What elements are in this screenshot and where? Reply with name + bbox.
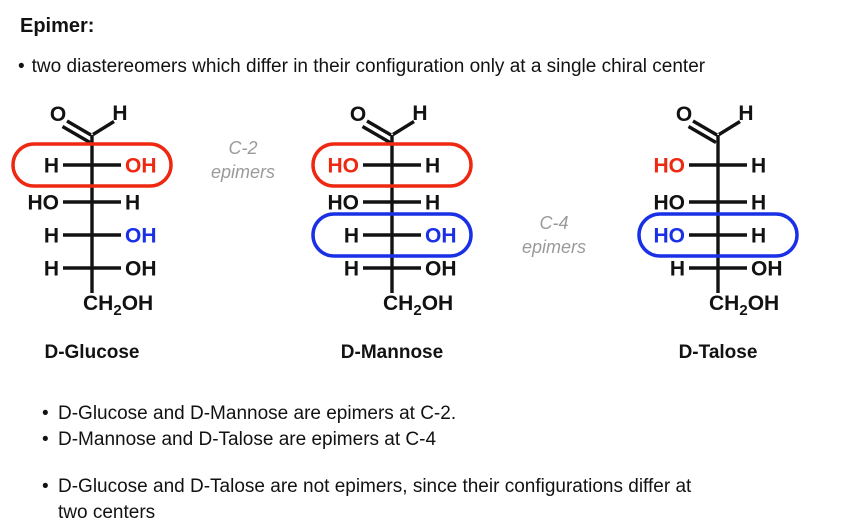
molecule-name-d-glucose: D-Glucose bbox=[44, 342, 140, 363]
substituent-label-left: HO bbox=[654, 155, 686, 178]
substituent-label-right: OH bbox=[125, 225, 157, 248]
aldehyde-h-bond-line bbox=[92, 120, 115, 136]
conclusion-item-1: • D-Glucose and D-Mannose are epimers at… bbox=[42, 401, 691, 427]
tail-group-label: CH2OH bbox=[709, 292, 779, 319]
conclusion-text-3-line-2: two centers bbox=[58, 502, 156, 523]
carbonyl-double-bond-line bbox=[61, 125, 91, 144]
aldehyde-h-label: H bbox=[738, 102, 753, 125]
substituent-label-left: H bbox=[44, 225, 59, 248]
substituent-label-right: H bbox=[751, 155, 766, 178]
aldehyde-h-bond-line bbox=[718, 120, 741, 136]
annotation-line-2: epimers bbox=[210, 162, 276, 182]
conclusion-item-2: • D-Mannose and D-Talose are epimers at … bbox=[42, 427, 691, 453]
carbonyl-double-bond-line bbox=[692, 119, 718, 137]
page-title: Epimer: bbox=[20, 15, 95, 37]
substituent-label-right: H bbox=[751, 192, 766, 215]
conclusion-text-3-line-1: D-Glucose and D-Talose are not epimers, … bbox=[58, 476, 692, 497]
carbonyl-double-bond-line bbox=[66, 119, 92, 137]
annotation-line-2: epimers bbox=[521, 237, 587, 257]
substituent-label-right: H bbox=[751, 225, 766, 248]
highlight-box-red bbox=[11, 142, 173, 188]
substituent-label-left: HO bbox=[328, 155, 360, 178]
aldehyde-h-bond-line bbox=[392, 120, 415, 136]
definition-line: • two diastereomers which differ in their… bbox=[18, 56, 705, 78]
aldehyde-h-label: H bbox=[412, 102, 427, 125]
aldehyde-o-label: O bbox=[350, 103, 366, 126]
substituent-label-left: HO bbox=[28, 192, 60, 215]
substituent-label-right: H bbox=[125, 192, 140, 215]
conclusions-list: • D-Glucose and D-Mannose are epimers at… bbox=[42, 401, 691, 526]
substituent-label-left: H bbox=[344, 225, 359, 248]
annotation-line-1: C-2 bbox=[228, 138, 258, 158]
substituent-label-left: H bbox=[670, 258, 685, 281]
substituent-label-left: H bbox=[44, 258, 59, 281]
bullet-marker: • bbox=[18, 56, 25, 77]
substituent-label-right: OH bbox=[751, 258, 783, 281]
annotation-line-1: C-4 bbox=[539, 213, 569, 233]
tail-group-label: CH2OH bbox=[383, 292, 453, 319]
substituent-label-left: H bbox=[344, 258, 359, 281]
molecule-name-d-mannose: D-Mannose bbox=[340, 342, 444, 363]
highlight-box-blue bbox=[637, 212, 799, 258]
carbonyl-double-bond-line bbox=[687, 125, 717, 144]
aldehyde-h-label: H bbox=[112, 102, 127, 125]
aldehyde-o-label: O bbox=[676, 103, 692, 126]
substituent-label-left: H bbox=[44, 155, 59, 178]
bullet-marker: • bbox=[42, 476, 49, 497]
c2-epimers-annotation: C-2 epimers bbox=[188, 136, 298, 184]
substituent-label-left: HO bbox=[654, 225, 686, 248]
conclusion-text-1: D-Glucose and D-Mannose are epimers at C… bbox=[58, 403, 457, 424]
c4-epimers-annotation: C-4 epimers bbox=[499, 211, 609, 259]
conclusion-item-3: • D-Glucose and D-Talose are not epimers… bbox=[42, 474, 691, 526]
substituent-label-right: H bbox=[425, 192, 440, 215]
substituent-label-left: HO bbox=[654, 192, 686, 215]
substituent-label-right: OH bbox=[125, 258, 157, 281]
tail-group-label: CH2OH bbox=[83, 292, 153, 319]
substituent-label-right: OH bbox=[425, 225, 457, 248]
aldehyde-o-label: O bbox=[50, 103, 66, 126]
bullet-marker: • bbox=[42, 429, 49, 450]
molecule-name-d-talose: D-Talose bbox=[678, 342, 758, 363]
substituent-label-left: HO bbox=[328, 192, 360, 215]
substituent-label-right: OH bbox=[125, 155, 157, 178]
carbonyl-double-bond-line bbox=[366, 119, 392, 137]
substituent-label-right: OH bbox=[425, 258, 457, 281]
bullet-marker: • bbox=[42, 403, 49, 424]
highlight-box-blue bbox=[311, 212, 473, 258]
conclusion-text-2: D-Mannose and D-Talose are epimers at C-… bbox=[58, 429, 437, 450]
conclusion-text-3: D-Glucose and D-Talose are not epimers, … bbox=[58, 474, 691, 526]
substituent-label-right: H bbox=[425, 155, 440, 178]
definition-text: two diastereomers which differ in their … bbox=[31, 56, 706, 77]
highlight-box-red bbox=[311, 142, 473, 188]
carbonyl-double-bond-line bbox=[361, 125, 391, 144]
